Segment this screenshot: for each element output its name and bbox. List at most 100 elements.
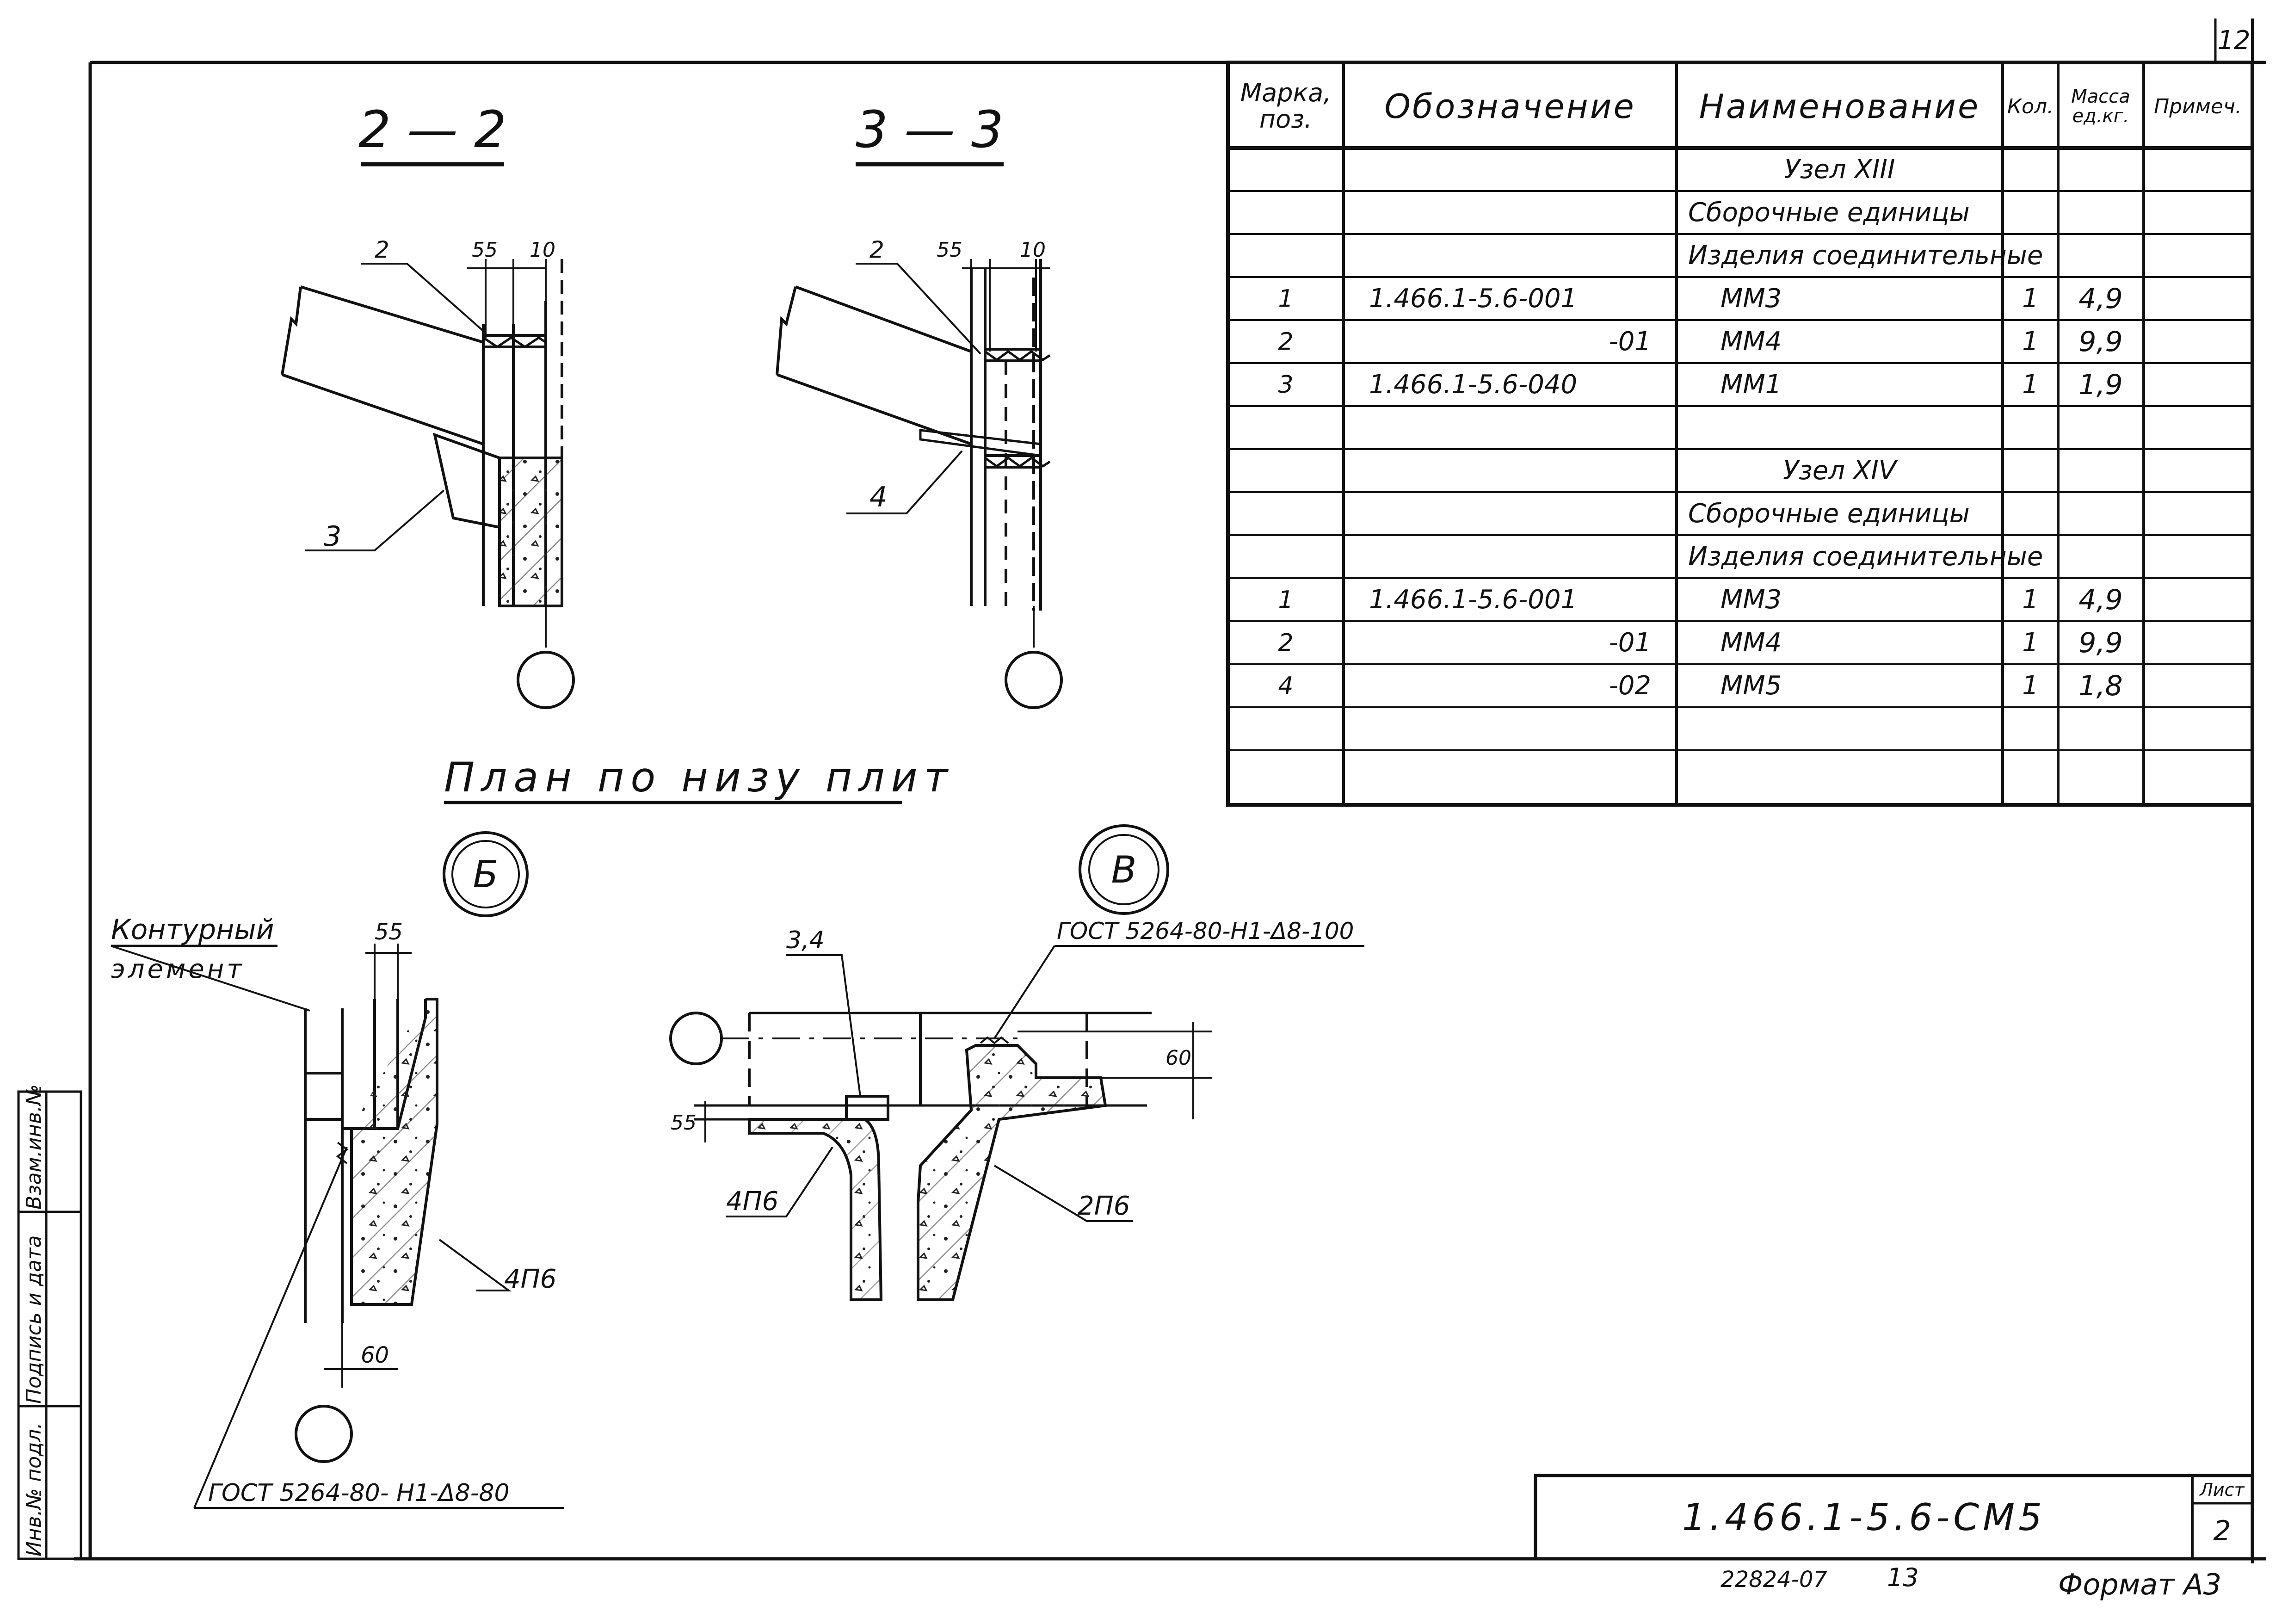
s33-dim-10: 10	[1020, 238, 1046, 262]
s22-pos2: 2	[375, 236, 389, 263]
v-gost: ГОСТ 5264-80-Н1-Δ8-100	[1057, 917, 1354, 945]
table-cell: 1	[2022, 671, 2039, 701]
stamp-podpis: Подпись и дата	[22, 1235, 46, 1404]
sheet-number-top: 12	[2217, 25, 2251, 56]
table-cell: 9,9	[2078, 626, 2123, 659]
th-massa: Масса ед.кг.	[2071, 86, 2130, 127]
s33-pos2: 2	[870, 236, 884, 263]
table-cell	[2059, 707, 2142, 750]
table-cell: ММ4	[1720, 628, 1782, 658]
table-cell	[1346, 535, 1674, 578]
table-cell	[1679, 707, 2000, 750]
footer-page: 13	[1887, 1562, 1919, 1592]
table-cell	[1679, 750, 2000, 793]
circle-b-label: Б	[473, 852, 499, 896]
table-cell	[2059, 234, 2142, 277]
table-cell	[1230, 535, 1341, 578]
table-cell: 2	[1278, 629, 1294, 657]
table-cell: Изделия соединительные	[1688, 241, 2043, 271]
table-cell: Узел XIV	[1782, 456, 1897, 486]
table-cell	[1230, 750, 1341, 793]
table-cell	[2145, 449, 2251, 492]
b-dim-55: 55	[375, 919, 403, 945]
section-3-3-title: 3 — 3	[856, 100, 1004, 159]
footer-format: Формат А3	[2058, 1567, 2222, 1601]
table-cell	[1346, 191, 1674, 234]
table-cell	[2003, 750, 2058, 793]
title-sheet-value: 2	[2213, 1514, 2231, 1547]
table-cell	[2145, 234, 2251, 277]
circle-v	[1079, 824, 1169, 915]
table-cell	[2003, 406, 2058, 449]
s33-dim-55: 55	[937, 238, 962, 262]
plan-title: План по низу плит	[444, 753, 955, 801]
th-marka: Марка, поз.	[1240, 78, 1332, 134]
table-cell: -01	[1609, 327, 1651, 357]
th-kol: Кол.	[2007, 94, 2054, 118]
table-cell	[2145, 363, 2251, 406]
table-cell	[2059, 535, 2142, 578]
table-cell: 1	[2022, 370, 2039, 400]
section-3-3	[776, 162, 1063, 709]
table-cell: ММ1	[1720, 370, 1782, 400]
table-cell	[1346, 234, 1674, 277]
table-cell: 1	[2022, 628, 2039, 658]
table-cell	[2145, 750, 2251, 793]
table-cell: 1.466.1-5.6-001	[1369, 585, 1578, 615]
table-cell	[1346, 148, 1674, 191]
table-cell: 9,9	[2078, 325, 2123, 358]
table-cell	[1679, 406, 2000, 449]
table-cell	[1230, 492, 1341, 535]
table-cell: 1.466.1-5.6-001	[1369, 284, 1578, 314]
table-cell	[2145, 148, 2251, 191]
table-cell: Узел XIII	[1784, 154, 1895, 185]
spec-table-grid	[1226, 61, 2254, 807]
table-cell	[2145, 406, 2251, 449]
table-cell: ММ3	[1720, 585, 1782, 615]
table-cell	[2059, 449, 2142, 492]
table-cell	[2003, 707, 2058, 750]
table-cell	[2003, 234, 2058, 277]
table-cell	[2145, 535, 2251, 578]
b-panel-label: 4П6	[504, 1264, 557, 1294]
table-cell	[1346, 406, 1674, 449]
th-primech: Примеч.	[2154, 94, 2242, 118]
table-cell	[1346, 707, 1674, 750]
th-oboznachenie: Обозначение	[1384, 87, 1636, 126]
table-cell: 4,9	[2078, 282, 2123, 315]
table-cell: ММ4	[1720, 327, 1782, 357]
table-cell: Изделия соединительные	[1688, 542, 2043, 572]
b-contour-line1: Контурный	[111, 914, 274, 946]
table-cell	[1230, 406, 1341, 449]
b-gost: ГОСТ 5264-80- Н1-Δ8-80	[208, 1479, 510, 1507]
table-cell: Сборочные единицы	[1688, 198, 1970, 228]
stamp-inv-podl: Инв.№ подл.	[22, 1422, 46, 1556]
table-cell	[2145, 578, 2251, 621]
table-cell	[1346, 750, 1674, 793]
table-cell: 1,9	[2078, 368, 2123, 401]
s22-dim-55: 55	[472, 238, 498, 262]
table-cell	[2059, 406, 2142, 449]
b-dim-60: 60	[361, 1342, 389, 1368]
s22-dim-10: 10	[530, 238, 555, 262]
b-contour-line2: элемент	[111, 954, 245, 984]
table-cell	[2003, 191, 2058, 234]
table-cell: 1	[2022, 585, 2039, 615]
footer-order: 22824-07	[1720, 1567, 1828, 1593]
table-cell	[1346, 492, 1674, 535]
v-dim-55: 55	[671, 1111, 697, 1135]
table-cell: 4	[1278, 672, 1294, 700]
table-cell: 1	[2022, 284, 2039, 314]
table-cell	[2003, 492, 2058, 535]
table-cell	[2003, 535, 2058, 578]
title-sheet-label: Лист	[2200, 1479, 2245, 1500]
table-cell	[2145, 492, 2251, 535]
table-cell: 1	[1278, 586, 1294, 614]
v-pos-label: 3,4	[786, 926, 825, 954]
table-cell	[2145, 707, 2251, 750]
table-cell: 2	[1278, 327, 1294, 356]
table-cell	[2003, 449, 2058, 492]
table-cell: 1	[1278, 284, 1294, 313]
